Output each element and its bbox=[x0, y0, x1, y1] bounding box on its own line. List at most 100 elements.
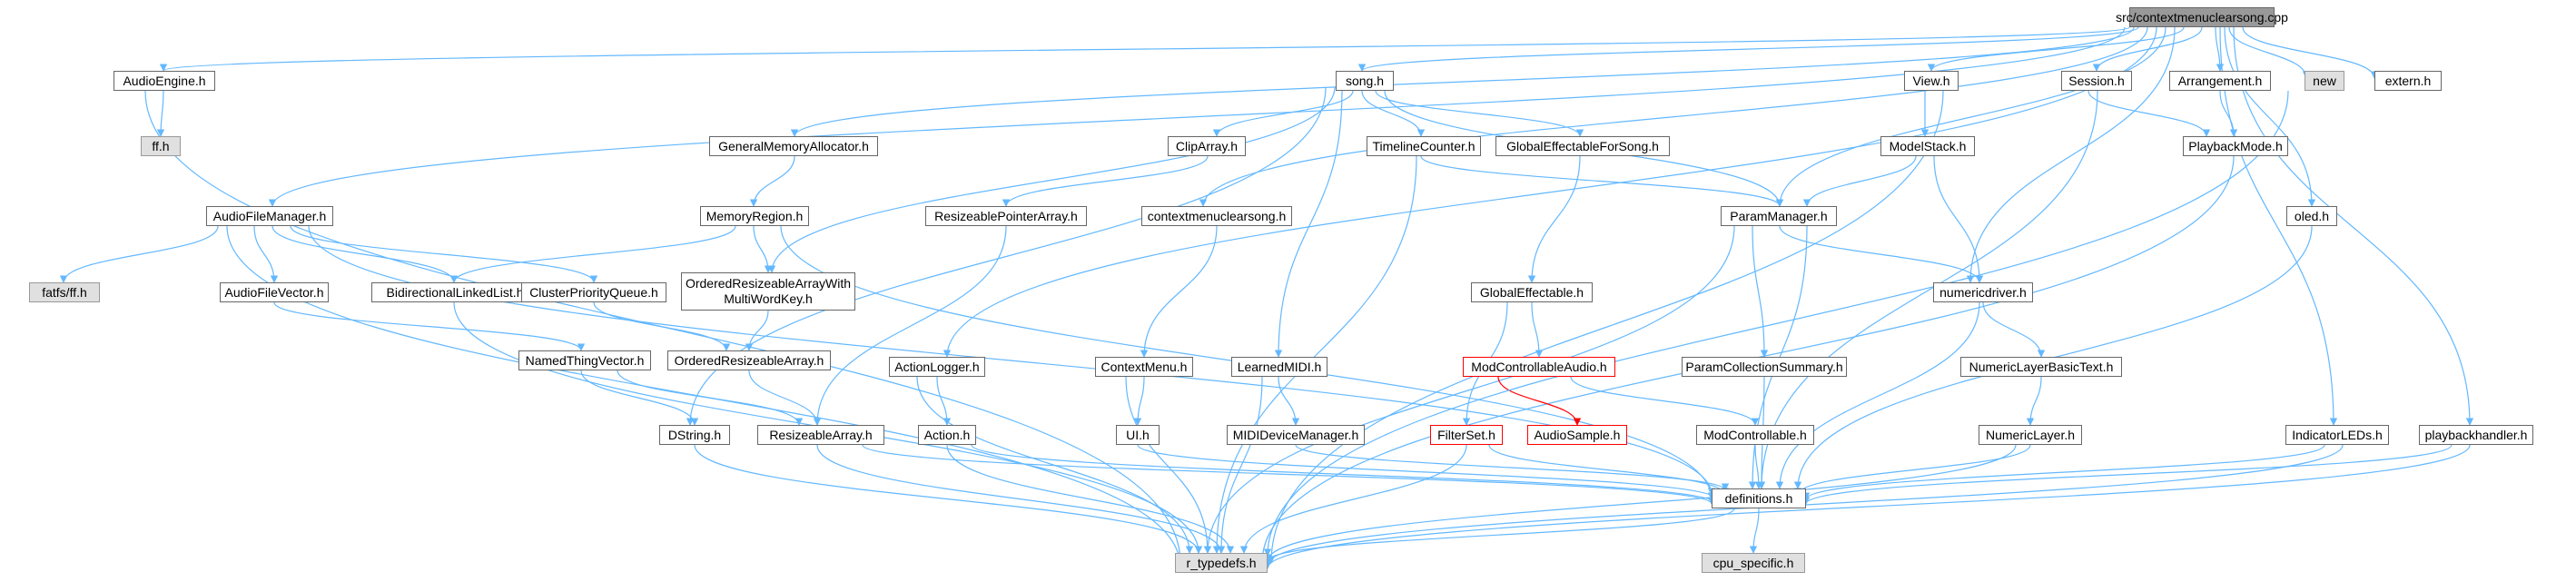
include-edge bbox=[156, 90, 165, 137]
node-numericlayerbasictext[interactable]: NumericLayerBasicText.h bbox=[1960, 357, 2122, 377]
node-paramcollectionsummary[interactable]: ParamCollectionSummary.h bbox=[1682, 357, 1847, 377]
node-orderedresizeablearraywithmultiwordkey[interactable]: OrderedResizeableArrayWith MultiWordKey.… bbox=[681, 272, 855, 311]
node-contextmenuclearsong[interactable]: contextmenuclearsong.h bbox=[1141, 206, 1292, 226]
include-edge bbox=[1927, 26, 2185, 72]
node-playbackmode[interactable]: PlaybackMode.h bbox=[2183, 136, 2288, 156]
include-edge bbox=[2087, 90, 2211, 137]
node-audioengine[interactable]: AudioEngine.h bbox=[114, 71, 215, 91]
include-edge bbox=[1358, 26, 2139, 72]
include-edge bbox=[1137, 444, 1721, 500]
node-modcontrollableaudio[interactable]: ModControllableAudio.h bbox=[1463, 357, 1615, 377]
include-edge bbox=[59, 225, 219, 283]
node-definitions[interactable]: definitions.h bbox=[1712, 488, 1806, 508]
node-rtypedefs[interactable]: r_typedefs.h bbox=[1175, 553, 1268, 573]
include-edge bbox=[1531, 301, 1544, 358]
include-edge bbox=[2219, 90, 2238, 137]
include-edge bbox=[1754, 444, 1763, 489]
node-resizeablepointerarray[interactable]: ResizeablePointerArray.h bbox=[925, 206, 1087, 226]
node-playbackhandler[interactable]: playbackhandler.h bbox=[2419, 425, 2533, 445]
node-globaleffectable[interactable]: GlobalEffectable.h bbox=[1471, 282, 1593, 302]
node-timelinecounter[interactable]: TimelineCounter.h bbox=[1367, 136, 1481, 156]
include-edge bbox=[593, 301, 731, 351]
node-mididevicemanager[interactable]: MIDIDeviceManager.h bbox=[1227, 425, 1365, 445]
node-parammanager[interactable]: ParamManager.h bbox=[1721, 206, 1837, 226]
include-edge bbox=[1217, 376, 1263, 554]
node-root-file: src/contextmenuclearsong.cpp bbox=[2116, 7, 2288, 27]
node-bidirectionallinkedlist[interactable]: BidirectionalLinkedList.h bbox=[371, 282, 538, 302]
include-edge bbox=[1002, 155, 1209, 207]
node-numericlayer[interactable]: NumericLayer.h bbox=[1979, 425, 2082, 445]
include-edge bbox=[1278, 376, 1300, 426]
include-edge bbox=[753, 225, 773, 273]
include-edge bbox=[1274, 90, 1343, 358]
include-edge bbox=[1125, 376, 1212, 554]
node-cpuspecific[interactable]: cpu_specific.h bbox=[1702, 553, 1805, 573]
node-new[interactable]: new bbox=[2305, 71, 2344, 91]
include-edge bbox=[748, 370, 822, 426]
include-edge bbox=[2092, 26, 2203, 72]
include-edge bbox=[1361, 90, 1426, 137]
node-namedthingvector[interactable]: NamedThingVector.h bbox=[518, 350, 651, 370]
include-edge bbox=[2233, 26, 2474, 426]
node-modcontrollable[interactable]: ModControllable.h bbox=[1696, 425, 1814, 445]
node-globaleffectableforsong[interactable]: GlobalEffectableForSong.h bbox=[1495, 136, 1670, 156]
node-resizeablearray[interactable]: ResizeableArray.h bbox=[757, 425, 884, 445]
node-orderedresizeablearray[interactable]: OrderedResizeableArray.h bbox=[667, 350, 831, 370]
include-edge bbox=[1775, 26, 2166, 207]
include-edge bbox=[1497, 376, 1582, 426]
node-indicatorleds[interactable]: IndicatorLEDs.h bbox=[2285, 425, 2389, 445]
include-edge bbox=[745, 310, 769, 351]
include-edge bbox=[2228, 26, 2311, 79]
node-ui[interactable]: UI.h bbox=[1116, 425, 1160, 445]
node-song[interactable]: song.h bbox=[1336, 71, 1394, 91]
node-dstring[interactable]: DString.h bbox=[659, 425, 730, 445]
node-oled[interactable]: oled.h bbox=[2286, 206, 2337, 226]
include-edge bbox=[2026, 376, 2042, 426]
include-edge bbox=[2219, 26, 2338, 426]
include-edge bbox=[1982, 301, 2046, 358]
node-view[interactable]: View.h bbox=[1904, 71, 1959, 91]
node-extern[interactable]: extern.h bbox=[2374, 71, 2442, 91]
include-edge bbox=[1133, 376, 1145, 426]
include-edge bbox=[1801, 444, 2453, 505]
include-edge bbox=[271, 225, 459, 283]
node-clusterpriorityqueue[interactable]: ClusterPriorityQueue.h bbox=[521, 282, 666, 302]
include-edge bbox=[1802, 155, 1917, 207]
include-edge bbox=[2242, 26, 2379, 79]
include-edge bbox=[1263, 444, 2017, 562]
include-edge bbox=[160, 26, 2130, 72]
node-action[interactable]: Action.h bbox=[918, 425, 976, 445]
node-audiofilemanager[interactable]: AudioFileManager.h bbox=[206, 206, 333, 226]
node-cliparray[interactable]: ClipArray.h bbox=[1168, 136, 1246, 156]
include-edge bbox=[617, 370, 804, 426]
node-generalmemoryallocator[interactable]: GeneralMemoryAllocator.h bbox=[709, 136, 878, 156]
include-edge bbox=[1527, 155, 1581, 283]
node-actionlogger[interactable]: ActionLogger.h bbox=[889, 357, 985, 377]
include-edge bbox=[862, 444, 1715, 505]
include-edge bbox=[1203, 225, 1735, 554]
node-modelstack[interactable]: ModelStack.h bbox=[1880, 136, 1975, 156]
include-edge bbox=[1267, 90, 1944, 564]
node-learnedmidi[interactable]: LearnedMIDI.h bbox=[1231, 357, 1327, 377]
node-audiofilevector[interactable]: AudioFileVector.h bbox=[220, 282, 329, 302]
include-edge bbox=[1375, 90, 1584, 137]
include-edge bbox=[749, 155, 795, 207]
include-edge bbox=[1295, 444, 1730, 491]
node-memoryregion[interactable]: MemoryRegion.h bbox=[700, 206, 809, 226]
include-edge bbox=[946, 444, 1235, 554]
node-numericdriver[interactable]: numericdriver.h bbox=[1933, 282, 2033, 302]
node-arrangement[interactable]: Arrangement.h bbox=[2169, 71, 2271, 91]
node-filterset[interactable]: FilterSet.h bbox=[1430, 425, 1503, 445]
node-ff[interactable]: ff.h bbox=[141, 136, 181, 156]
include-edge bbox=[1779, 225, 1984, 283]
include-edge bbox=[1749, 508, 1760, 554]
node-session[interactable]: Session.h bbox=[2061, 71, 2132, 91]
node-audiosample[interactable]: AudioSample.h bbox=[1527, 425, 1627, 445]
include-edge bbox=[1966, 26, 2176, 283]
include-edge bbox=[1420, 155, 1784, 207]
include-edge bbox=[1570, 376, 1760, 426]
node-fatfs[interactable]: fatfs/ff.h bbox=[29, 282, 100, 302]
node-contextmenu[interactable]: ContextMenu.h bbox=[1095, 357, 1193, 377]
include-edge bbox=[2224, 26, 2316, 207]
include-edge bbox=[1263, 444, 2471, 569]
